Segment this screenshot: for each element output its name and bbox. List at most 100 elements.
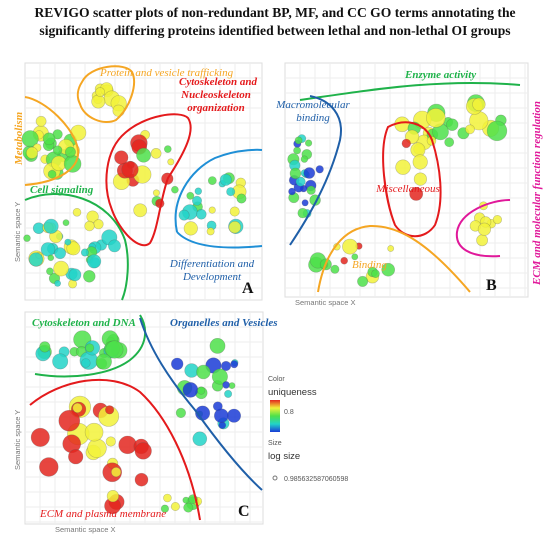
legend-color-variable: uniqueness (268, 387, 317, 398)
go-term-point (68, 449, 84, 465)
go-term-point (295, 176, 306, 187)
go-term-point (121, 161, 139, 179)
go-term-point (194, 187, 203, 195)
legend: Color uniqueness 0.8 Size log size 0.985… (268, 376, 348, 483)
go-term-point (64, 146, 76, 158)
cluster-label-enzyme: Enzyme activity (404, 69, 476, 81)
cluster-label-cytoskeleton-3: organization (187, 102, 244, 114)
go-term-point (42, 132, 56, 146)
go-term-point (21, 130, 39, 148)
go-term-point (68, 268, 82, 282)
cluster-label-metabolism: Metabolism (13, 111, 25, 166)
go-term-point (413, 172, 428, 186)
cluster-outline-cytoskeleton (105, 113, 192, 246)
go-term-point (54, 247, 66, 260)
go-term-point (212, 401, 223, 412)
go-term-point (211, 368, 228, 385)
go-term-point (371, 269, 380, 279)
go-term-point (152, 189, 160, 197)
go-term-point (66, 241, 81, 256)
go-term-point (136, 147, 151, 163)
go-term-point (54, 279, 61, 287)
go-term-point (381, 262, 396, 277)
panel-c: Cytoskeleton and DNA Organelles and Vesi… (13, 311, 278, 534)
go-term-point (236, 193, 247, 204)
cluster-outline-binding (317, 224, 471, 293)
go-term-point (85, 343, 95, 353)
go-term-point (93, 219, 104, 230)
go-term-point (228, 221, 242, 234)
go-term-point (330, 264, 340, 274)
go-term-point (446, 118, 459, 131)
go-term-point (47, 169, 57, 179)
cluster-label-organelles: Organelles and Vesicles (170, 317, 278, 329)
go-term-point (170, 501, 180, 511)
go-term-point (227, 408, 242, 423)
panel-c-xlabel: Semantic space X (55, 525, 115, 534)
go-term-point (133, 203, 148, 218)
go-term-point (30, 427, 50, 447)
go-term-point (62, 219, 70, 227)
go-term-point (134, 472, 149, 487)
go-term-point (84, 422, 104, 442)
go-term-point (87, 438, 107, 458)
go-term-point (52, 145, 63, 155)
cluster-label-macromolecular-1: Macromolecular (275, 99, 350, 111)
go-term-point (58, 409, 81, 432)
go-term-point (35, 115, 47, 127)
go-term-point (83, 270, 96, 283)
cluster-label-ecm-regulation: ECM and molecular function regulation (531, 101, 543, 286)
go-term-point (351, 253, 359, 261)
go-term-point (150, 147, 162, 159)
go-term-point (222, 381, 230, 389)
go-term-point (192, 195, 203, 206)
cluster-label-cytoskeleton-2: Nucleoskeleton (180, 89, 251, 101)
go-term-point (342, 238, 358, 255)
legend-color-tick: 0.8 (284, 409, 294, 416)
go-term-point (91, 94, 106, 109)
go-term-point (186, 191, 195, 200)
go-term-point (306, 185, 316, 195)
go-term-point (197, 386, 206, 395)
figure-title-line2: significantly differing proteins identif… (39, 23, 511, 38)
panel-c-letter: C (238, 503, 250, 520)
go-term-point (289, 167, 302, 180)
cluster-outline-ecm (455, 199, 511, 258)
cluster-outline-trafficking (76, 65, 135, 123)
go-term-point (476, 234, 488, 247)
go-term-point (219, 173, 232, 186)
go-term-point (294, 136, 303, 145)
go-term-point (171, 185, 179, 194)
go-term-point (114, 150, 129, 165)
panel-b-xlabel: Semantic space X (295, 298, 355, 307)
cluster-outline-enzyme (299, 81, 521, 101)
go-term-point (207, 176, 217, 185)
cluster-label-differentiation-2: Development (182, 271, 242, 283)
go-term-point (64, 238, 72, 246)
go-term-point (220, 360, 232, 372)
go-term-point (486, 120, 508, 142)
panel-a: Protein and vesicle trafficking Cytoskel… (13, 62, 263, 301)
go-term-point (46, 267, 54, 276)
go-term-point (297, 207, 308, 219)
go-term-point (472, 97, 486, 112)
legend-size-marker (272, 475, 278, 481)
go-term-point (72, 402, 83, 414)
legend-color-title: Color (268, 376, 285, 383)
panel-a-ylabel: Semantic space Y (13, 202, 22, 262)
go-term-point (357, 275, 369, 287)
go-term-point (230, 360, 239, 369)
go-term-point (192, 431, 208, 447)
cluster-label-cytoskeleton-dna: Cytoskeleton and DNA (32, 317, 136, 329)
cluster-outline-signaling (24, 193, 129, 301)
go-term-point (43, 218, 59, 234)
go-term-point (315, 165, 324, 174)
go-term-point (301, 199, 309, 207)
go-term-point (63, 155, 82, 173)
panel-a-letter: A (242, 280, 254, 297)
cluster-outline-macromolecular (289, 95, 342, 246)
cluster-label-binding: Binding (352, 259, 387, 271)
go-term-point (465, 124, 475, 135)
go-term-point (208, 206, 216, 214)
